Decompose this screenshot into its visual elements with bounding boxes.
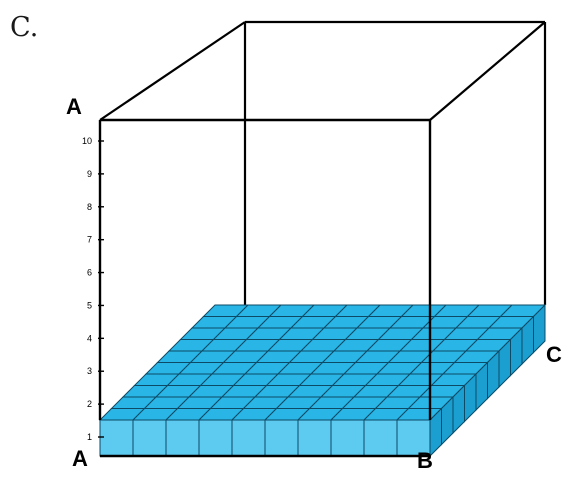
scale-tick-label: 6 xyxy=(87,268,92,278)
unit-cube-front-face xyxy=(198,419,233,457)
unit-cube-front-face xyxy=(231,419,266,457)
scale-tick-label: 8 xyxy=(87,202,92,212)
scale-tick-label: 2 xyxy=(87,399,92,409)
cube-back-edges xyxy=(99,20,547,305)
scale-tick-label: 3 xyxy=(87,366,92,376)
corner-label-top-left: A xyxy=(66,94,82,119)
unit-cube-base-layer xyxy=(98,303,547,458)
corner-label-right: C xyxy=(546,342,562,367)
scale-tick-label: 7 xyxy=(87,235,92,245)
unit-cube-front-face xyxy=(363,419,398,457)
caption-label: C. xyxy=(10,12,38,43)
height-scale: 1 2 3 4 5 6 7 8 9 10 xyxy=(82,136,104,442)
unit-cube-front-face xyxy=(99,419,134,457)
corner-label-bottom-left: A xyxy=(72,446,88,471)
cube-front-edges xyxy=(98,118,432,420)
unit-cube-front-face xyxy=(297,419,332,457)
top-left-depth-edge xyxy=(99,21,246,121)
scale-tick-label: 9 xyxy=(87,169,92,179)
scale-tick-label: 4 xyxy=(87,333,92,343)
scale-tick-label: 5 xyxy=(87,300,92,310)
unit-cube-front-face xyxy=(132,419,167,457)
scale-tick-label: 10 xyxy=(82,136,92,146)
top-right-depth-edge xyxy=(429,21,546,121)
corner-label-bottom-right: B xyxy=(417,448,433,473)
unit-cube-front-face xyxy=(264,419,299,457)
unit-cube-front-face xyxy=(165,419,200,457)
unit-cube-front-face xyxy=(330,419,365,457)
scale-tick-label: 1 xyxy=(87,432,92,442)
